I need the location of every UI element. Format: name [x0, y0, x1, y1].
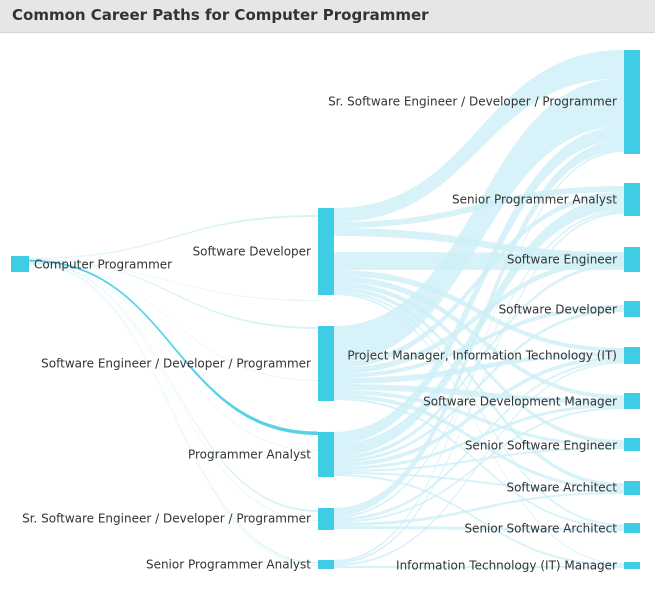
node-m_sedp[interactable] [318, 326, 334, 401]
link-m_pa-t_sa[interactable] [334, 472, 624, 492]
link-m_ssedp-t_ssa[interactable] [334, 526, 624, 531]
link-m_sedp-t_se[interactable] [334, 258, 624, 374]
link-m_sedp-t_pmit[interactable] [334, 352, 624, 384]
node-t_pmit[interactable] [624, 347, 640, 364]
nodes-group [11, 50, 640, 569]
link-cp-m_sedp[interactable] [29, 258, 318, 329]
node-label-m_spa: Senior Programmer Analyst [146, 558, 311, 572]
link-cp-fan-1[interactable] [29, 263, 318, 381]
link-cp-m_spa[interactable] [29, 262, 318, 564]
link-m_pa-t_sse[interactable] [334, 447, 624, 472]
link-cp-m_sd[interactable] [29, 215, 318, 259]
node-label-t_se: Software Engineer [507, 253, 617, 267]
node-label-t_pmit: Project Manager, Information Technology … [347, 349, 617, 363]
node-label-m_ssedp: Sr. Software Engineer / Developer / Prog… [22, 512, 311, 526]
link-m_sd-t_pmit[interactable] [334, 270, 624, 352]
node-label-m_pa: Programmer Analyst [188, 448, 311, 462]
link-m_ssedp-t_ssedp[interactable] [334, 140, 624, 516]
link-m_pa-t_itm[interactable] [334, 474, 624, 566]
link-m_ssedp-t_spa[interactable] [334, 210, 624, 518]
node-m_pa[interactable] [318, 432, 334, 477]
links-group [29, 50, 624, 568]
node-t_itm[interactable] [624, 562, 640, 569]
node-m_spa[interactable] [318, 560, 334, 569]
link-cp-m_pa-highlight[interactable] [29, 259, 318, 435]
node-label-t_sse: Senior Software Engineer [465, 439, 617, 453]
node-t_ssedp[interactable] [624, 50, 640, 154]
node-label-t_ssedp: Sr. Software Engineer / Developer / Prog… [328, 95, 617, 109]
link-m_sd-t_ssa[interactable] [334, 291, 624, 526]
link-m_spa-t_pmit[interactable] [334, 362, 624, 566]
link-m_sedp-t_sa[interactable] [334, 394, 624, 490]
link-m_sedp-t_sse[interactable] [334, 390, 624, 447]
node-label-cp: Computer Programmer [34, 258, 172, 272]
link-cp-fan-4[interactable] [29, 264, 318, 566]
node-label-t_sa: Software Architect [506, 481, 617, 495]
link-cp-fan-0[interactable] [29, 263, 318, 301]
link-m_sd-t_ssedp[interactable] [334, 50, 624, 222]
node-m_ssedp[interactable] [318, 508, 334, 530]
node-t_sse[interactable] [624, 438, 640, 451]
node-label-m_sedp: Software Engineer / Developer / Programm… [41, 357, 311, 371]
link-m_pa-t_se[interactable] [334, 263, 624, 460]
link-m_spa-t_itm[interactable] [334, 566, 624, 568]
link-m_sedp-t_ssedp[interactable] [334, 78, 624, 362]
chart-title: Common Career Paths for Computer Program… [12, 6, 429, 24]
node-t_sd[interactable] [624, 301, 640, 317]
link-m_spa-t_spa[interactable] [334, 212, 624, 564]
node-label-t_ssa: Senior Software Architect [464, 522, 617, 536]
node-t_sdm[interactable] [624, 393, 640, 409]
chart-header: Common Career Paths for Computer Program… [0, 0, 655, 33]
link-cp-fan-3[interactable] [29, 264, 318, 521]
link-m_pa-t_pmit[interactable] [334, 356, 624, 467]
link-m_sd-t_sd[interactable] [334, 252, 624, 270]
node-label-t_itm: Information Technology (IT) Manager [396, 559, 617, 573]
node-label-t_sdm: Software Development Manager [423, 395, 617, 409]
link-cp-fan-2[interactable] [29, 263, 318, 451]
link-m_pa-t_ssedp[interactable] [334, 126, 624, 444]
node-t_ssa[interactable] [624, 523, 640, 533]
node-label-m_sd: Software Developer [193, 245, 311, 259]
link-m_sedp-t_sdm[interactable] [334, 384, 624, 404]
node-t_sa[interactable] [624, 481, 640, 495]
node-label-t_sd: Software Developer [499, 303, 617, 317]
link-m_spa-t_ssedp[interactable] [334, 150, 624, 562]
link-m_pa-t_sdm[interactable] [334, 404, 624, 470]
link-m_ssedp-t_pmit[interactable] [334, 360, 624, 521]
node-label-t_spa: Senior Programmer Analyst [452, 193, 617, 207]
link-m_sd-t_itm[interactable] [334, 293, 624, 564]
link-m_ssedp-t_sa[interactable] [334, 492, 624, 526]
link-m_sd-t_sdm[interactable] [334, 276, 624, 399]
link-m_pa-t_sd[interactable] [334, 309, 624, 463]
link-m_ssedp-t_sdm[interactable] [334, 407, 624, 523]
node-t_spa[interactable] [624, 183, 640, 216]
link-cp-m_ssedp[interactable] [29, 261, 318, 512]
node-m_sd[interactable] [318, 208, 334, 295]
node-cp[interactable] [11, 256, 29, 272]
node-t_se[interactable] [624, 247, 640, 272]
link-m_sedp-t_sd[interactable] [334, 305, 624, 378]
